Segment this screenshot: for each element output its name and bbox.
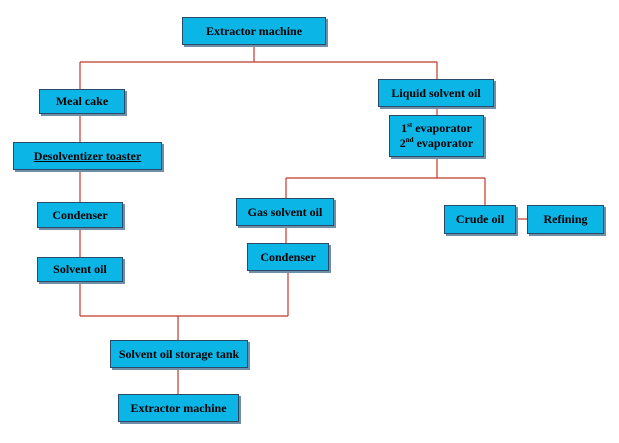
evaporator-1-label: 1st evaporator (401, 121, 472, 135)
evaporator-node: 1st evaporator 2nd evaporator (389, 115, 484, 157)
condenser-left-node: Condenser (37, 202, 123, 228)
refining-node: Refining (527, 205, 604, 234)
extractor-machine-top-node: Extractor machine (182, 17, 326, 45)
liquid-solvent-oil-node: Liquid solvent oil (378, 79, 494, 107)
node-label: Condenser (52, 207, 108, 222)
node-label: Solvent oil (53, 262, 107, 276)
node-label: Refining (543, 212, 588, 226)
solvent-oil-storage-tank-node: Solvent oil storage tank (110, 340, 248, 368)
node-label: Liquid solvent oil (391, 85, 481, 100)
crude-oil-node: Crude oil (444, 205, 516, 234)
solvent-oil-node: Solvent oil (37, 257, 123, 282)
node-label: Desolventizer toaster (33, 148, 142, 163)
desolventizer-toaster-node: Desolventizer toaster (13, 142, 162, 170)
node-label: Meal cake (55, 94, 109, 108)
gas-solvent-oil-node: Gas solvent oil (236, 198, 334, 226)
meal-cake-node: Meal cake (39, 89, 125, 114)
node-label: Extractor machine (130, 400, 227, 415)
node-label: Condenser (260, 249, 316, 264)
node-label: Crude oil (455, 212, 505, 226)
node-label: Solvent oil storage tank (118, 346, 240, 361)
condenser-mid-node: Condenser (247, 243, 329, 271)
extractor-machine-bottom-node: Extractor machine (118, 394, 239, 422)
node-label: Extractor machine (205, 23, 303, 38)
evaporator-2-label: 2nd evaporator (399, 136, 474, 150)
node-label: Gas solvent oil (247, 204, 323, 219)
